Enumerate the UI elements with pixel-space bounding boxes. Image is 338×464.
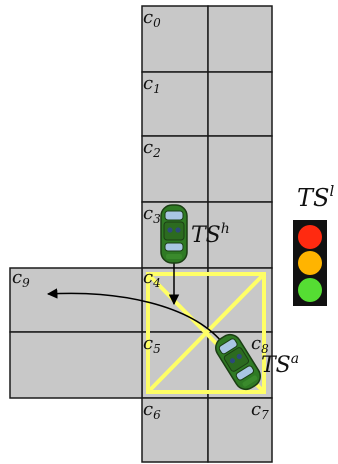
label-c7: c7 <box>251 399 269 422</box>
label-c9: c9 <box>12 267 30 290</box>
human-car-label: TSh <box>191 221 230 248</box>
label-c3: c3 <box>143 203 161 226</box>
cell-c0-right <box>207 5 273 73</box>
autonomous-car-icon <box>215 333 261 391</box>
cell-c3-right <box>207 201 273 269</box>
cell-c2-right <box>207 135 273 203</box>
label-c2: c2 <box>143 137 161 160</box>
cell-c9-lower <box>9 331 143 399</box>
cell-labels: c0 c1 c2 c3 c4 c5 c6 c7 c8 c9 <box>12 7 269 422</box>
cell-c1-right <box>207 71 273 137</box>
cell-c0 <box>141 5 209 73</box>
traffic-light-label: TSl <box>297 182 334 212</box>
traffic-light-green-lamp <box>298 278 322 302</box>
label-c6: c6 <box>143 399 161 422</box>
label-c8: c8 <box>251 333 269 356</box>
label-c4: c4 <box>143 267 161 290</box>
human-car-icon <box>160 204 188 264</box>
cell-c9 <box>9 267 143 333</box>
label-c5: c5 <box>143 333 161 356</box>
traffic-light-red-lamp <box>298 225 322 249</box>
cell-c7 <box>207 397 273 463</box>
traffic-light-amber-lamp <box>298 251 322 275</box>
autonomous-car-label: TSa <box>261 351 299 378</box>
cell-c6 <box>141 397 209 463</box>
label-c1: c1 <box>143 73 161 96</box>
intersection-outline <box>146 272 266 394</box>
traffic-light-icon <box>293 220 327 306</box>
autonomous-car-arrow <box>46 288 223 343</box>
label-c0: c0 <box>143 7 161 30</box>
